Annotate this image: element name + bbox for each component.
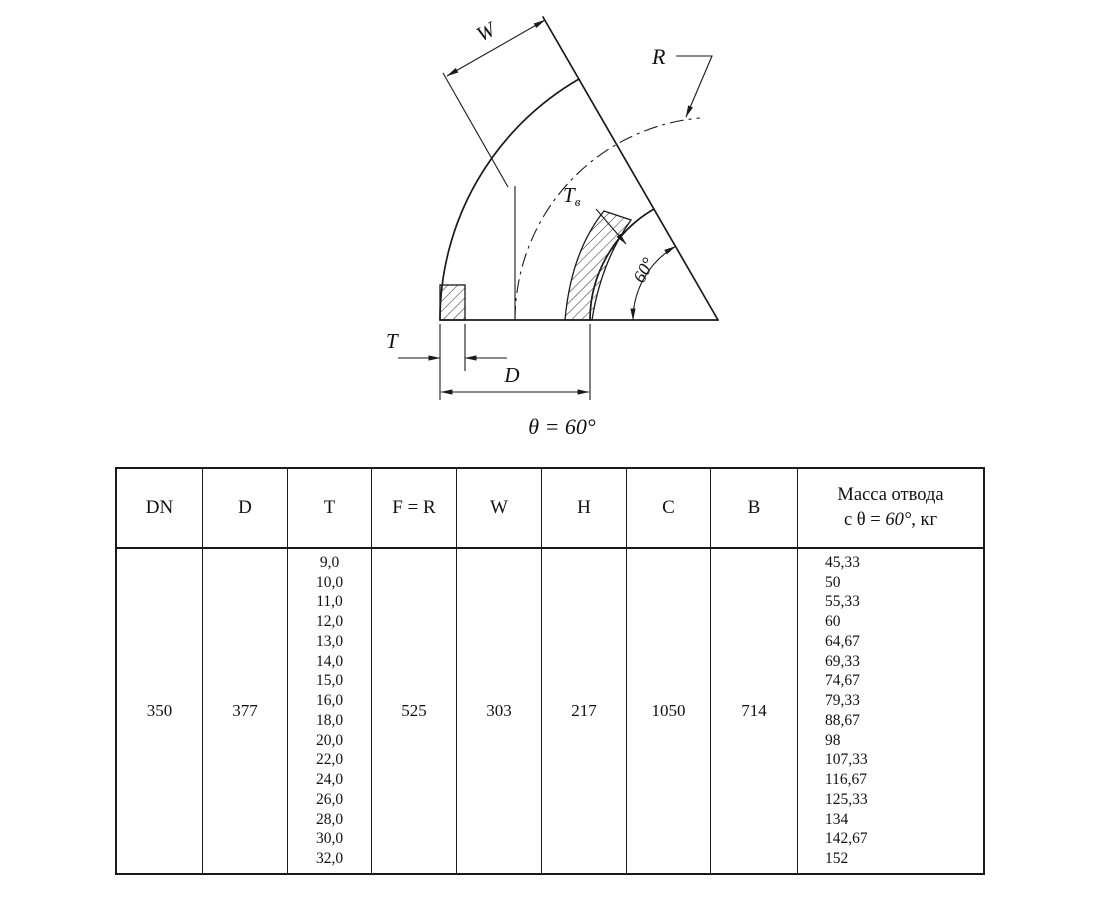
elbow-outline [439, 16, 719, 321]
cell-w: 303 [457, 549, 542, 873]
value-line: 13,0 [315, 632, 344, 650]
header-w: W [457, 469, 542, 549]
theta-caption: θ = 60° [528, 414, 596, 439]
cell-h: 217 [542, 549, 627, 873]
w-label: W [472, 16, 501, 47]
value-line: 142,67 [825, 830, 868, 848]
value-line: 28,0 [315, 810, 344, 828]
header-dn: DN [117, 469, 203, 549]
value-line: 32,0 [315, 850, 344, 867]
value-line: 26,0 [315, 790, 344, 808]
angle-dimension: 60° [629, 245, 676, 321]
cell-mass-values: 45,33 50 55,33 60 64,67 69,33 74,67 79,33 88,67 9… [798, 549, 983, 873]
header-c: C [627, 469, 711, 549]
value-line: 16,0 [315, 692, 344, 709]
value-line: 107,33 [825, 751, 868, 769]
value-line: 69,33 [825, 652, 860, 670]
tv-label-sub: в [575, 194, 581, 209]
value-line: 64,67 [825, 632, 860, 650]
value-line: 11,0 [316, 593, 343, 611]
t-label: T [386, 329, 399, 353]
r-leader-line [676, 55, 713, 118]
cell-fr: 525 [372, 549, 457, 873]
value-line: 12,0 [315, 613, 344, 630]
wall-section-left [439, 284, 466, 321]
cell-t-values: 9,0 10,0 11,0 12,0 13,0 14,0 15,0 16,0 18,0 20,0 2… [288, 549, 372, 873]
value-line: 18,0 [315, 711, 344, 729]
header-b: B [711, 469, 798, 549]
w-dimension: W [442, 16, 546, 188]
value-line: 10,0 [315, 573, 344, 591]
tv-label: Tв [563, 183, 581, 209]
header-mass-line1: Масса отвода [837, 485, 944, 506]
value-line: 50 [825, 573, 841, 591]
end-face-line [542, 16, 719, 321]
header-fr: F = R [372, 469, 457, 549]
tv-dimension: Tв [563, 183, 627, 245]
header-t: T [288, 469, 372, 549]
value-line: 79,33 [825, 692, 860, 709]
value-line: 22,0 [315, 751, 344, 769]
header-h: H [542, 469, 627, 549]
header-mass-suffix: , кг [911, 510, 938, 530]
outer-arc [439, 78, 580, 321]
header-mass-angle: 60° [885, 510, 912, 530]
value-line: 55,33 [825, 593, 860, 611]
d-dimension: D [440, 324, 591, 400]
t-dimension: T [386, 324, 507, 400]
value-line: 125,33 [825, 790, 868, 808]
value-line: 45,33 [825, 553, 860, 571]
value-line: 134 [825, 810, 849, 828]
header-mass: Масса отвода с θ = 60°, кг [798, 469, 983, 549]
value-line: 116,67 [825, 771, 868, 788]
elbow-technical-drawing: W R Tв 60° T D [386, 16, 719, 439]
r-label: R [651, 44, 666, 69]
value-line: 20,0 [315, 731, 344, 749]
value-line: 30,0 [315, 830, 344, 848]
value-line: 74,67 [825, 672, 860, 690]
value-line: 60 [825, 613, 841, 630]
cell-d: 377 [203, 549, 288, 873]
w-dimension-line [446, 19, 546, 77]
angle-arc [630, 245, 676, 321]
d-label: D [503, 363, 519, 387]
cell-dn: 350 [117, 549, 203, 873]
cell-b: 714 [711, 549, 798, 873]
value-line: 24,0 [315, 771, 344, 788]
value-line: 9,0 [319, 553, 340, 571]
value-line: 98 [825, 731, 841, 749]
header-mass-line2: с θ = 60°, кг [844, 508, 937, 533]
tv-label-main: T [563, 183, 576, 207]
angle-label: 60° [629, 254, 658, 286]
wall-section-right [564, 210, 633, 321]
tv-leader-line [595, 208, 627, 245]
w-extension-line [442, 72, 509, 188]
header-mass-prefix: с θ = [843, 510, 886, 530]
header-d: D [203, 469, 288, 549]
r-leader: R [651, 44, 713, 118]
cell-c: 1050 [627, 549, 711, 873]
value-line: 14,0 [315, 652, 344, 670]
value-line: 88,67 [825, 711, 860, 729]
dimensions-table: DN D T F = R W H C B Масса отвода с θ = … [115, 467, 985, 875]
value-line: 152 [825, 850, 849, 867]
value-line: 15,0 [315, 672, 344, 690]
